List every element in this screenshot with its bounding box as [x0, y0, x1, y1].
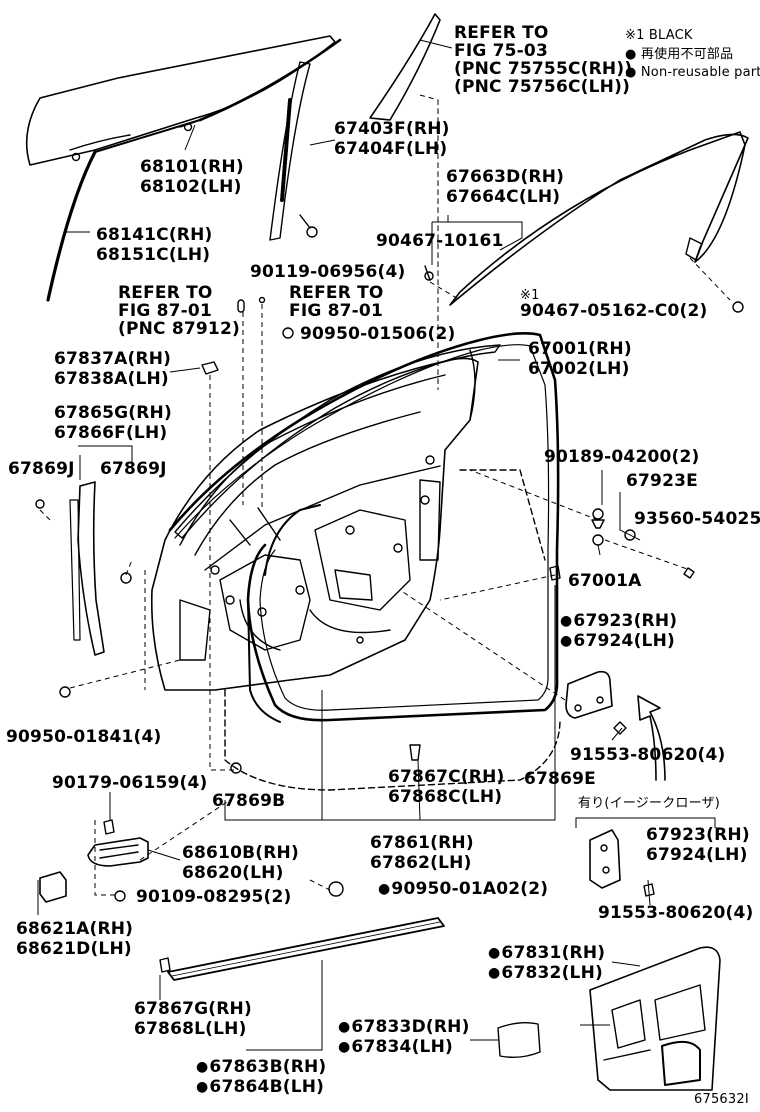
label-67869j-2: 67869J	[100, 459, 167, 479]
label-67833d: 67833D(RH)	[338, 1018, 470, 1038]
glass-bolt	[71, 152, 81, 162]
label-67001a: 67001A	[568, 571, 642, 591]
legend-nonreusable-en: ● Non-reusable part	[625, 65, 760, 80]
label-67924: 67924(LH)	[560, 632, 675, 652]
ref-87-01-a-l1: REFER TO	[118, 283, 213, 303]
label-67868l: 67868L(LH)	[134, 1019, 247, 1039]
division-bar-screw	[306, 226, 318, 238]
label-67923e: 67923E	[626, 471, 698, 491]
label-67864b: 67864B(LH)	[196, 1078, 324, 1098]
clip-90950	[282, 327, 294, 339]
label-67868c: 67868C(LH)	[388, 787, 503, 807]
label-67867g: 67867G(RH)	[134, 999, 252, 1019]
label-90109: 90109-08295(2)	[136, 887, 292, 907]
door-inner-panel	[150, 357, 479, 691]
label-67863b: 67863B(RH)	[196, 1058, 326, 1078]
label-90950-01841: 90950-01841(4)	[6, 727, 162, 747]
ref-87-01-b-l1: REFER TO	[289, 283, 384, 303]
legend-mark1: ※1 BLACK	[625, 28, 693, 43]
pillar-garnish	[369, 13, 441, 121]
label-67869e: 67869E	[524, 769, 596, 789]
small-cover	[497, 1021, 541, 1059]
label-90467-10161: 90467-10161	[376, 231, 504, 251]
label-90119: 90119-06956(4)	[250, 262, 406, 282]
label-93560: 93560-54025	[634, 509, 760, 529]
ref-75-03-l2: FIG 75-03	[454, 41, 548, 61]
label-68141c: 68141C(RH)	[96, 225, 213, 245]
glass-run	[46, 150, 97, 302]
ref-75-03-l3: (PNC 75755C(RH))	[454, 59, 633, 79]
label-67861: 67861(RH)	[370, 833, 474, 853]
door-hinge	[87, 837, 149, 867]
division-bar	[269, 61, 311, 241]
label-67865g: 67865G(RH)	[54, 403, 172, 423]
label-90179: 90179-06159(4)	[52, 773, 208, 793]
label-67837a: 67837A(RH)	[54, 349, 172, 369]
label-67403f: 67403F(RH)	[334, 119, 450, 139]
label-90189: 90189-04200(2)	[544, 447, 700, 467]
closer-bracket	[589, 829, 621, 889]
label-68620: 68620(LH)	[182, 863, 284, 883]
ref-75-03-l4: (PNC 75756C(LH))	[454, 77, 631, 97]
label-68621a: 68621A(RH)	[16, 919, 134, 939]
service-hole-cover	[565, 670, 613, 719]
legend-nonreusable-jp: ● 再使用不可部品	[625, 47, 734, 62]
label-67923-b: 67923(RH)	[646, 825, 750, 845]
moulding-screw	[732, 301, 744, 313]
door-sash	[174, 344, 501, 539]
door-trim-board	[589, 946, 721, 1091]
inner-weatherstrip	[264, 504, 321, 576]
hinge-cover	[77, 481, 105, 656]
label-67923: 67923(RH)	[560, 612, 677, 632]
label-67867c: 67867C(RH)	[388, 767, 505, 787]
label-67664c: 67664C(LH)	[446, 187, 561, 207]
label-90467b-mark: ※1	[520, 288, 540, 303]
label-90950-01a02: 90950-01A02(2)	[378, 880, 548, 900]
label-68151c: 68151C(LH)	[96, 245, 211, 265]
figure-number: 675632I	[694, 1092, 749, 1107]
ref-87-01-b-l2: FIG 87-01	[289, 301, 383, 321]
label-67404f: 67404F(LH)	[334, 139, 448, 159]
label-67663d: 67663D(RH)	[446, 167, 565, 187]
label-68610b: 68610B(RH)	[182, 843, 299, 863]
label-68621d: 68621D(LH)	[16, 939, 132, 959]
label-67831: 67831(RH)	[488, 944, 605, 964]
label-67838a: 67838A(LH)	[54, 369, 169, 389]
label-90950-01506: 90950-01506(2)	[300, 324, 456, 344]
clip-67837	[201, 361, 219, 375]
label-90467-05162: 90467-05162-C0(2)	[520, 301, 708, 321]
label-67924-b: 67924(LH)	[646, 845, 748, 865]
ref-87-01-a-l2: FIG 87-01	[118, 301, 212, 321]
label-easy-closer-note: 有り(イージークローザ)	[578, 796, 721, 811]
ref-87-01-a-l3: (PNC 87912)	[118, 319, 240, 339]
hinge-bracket	[39, 871, 67, 903]
label-91553-b: 91553-80620(4)	[598, 903, 754, 923]
label-67866f: 67866F(LH)	[54, 423, 168, 443]
label-67869j-1: 67869J	[8, 459, 75, 479]
ref-75-03-l1: REFER TO	[454, 23, 549, 43]
frame-moulding	[449, 131, 749, 306]
label-67869b: 67869B	[212, 791, 286, 811]
label-67832: 67832(LH)	[488, 964, 603, 984]
label-68102: 68102(LH)	[140, 177, 242, 197]
label-91553-a: 91553-80620(4)	[570, 745, 726, 765]
label-67002: 67002(LH)	[528, 359, 630, 379]
belt-moulding	[167, 917, 445, 981]
moulding-clip	[424, 271, 434, 281]
label-68101: 68101(RH)	[140, 157, 244, 177]
label-67001: 67001(RH)	[528, 339, 632, 359]
label-67834: 67834(LH)	[338, 1038, 453, 1058]
door-weatherstrip	[168, 332, 560, 722]
label-67862: 67862(LH)	[370, 853, 472, 873]
